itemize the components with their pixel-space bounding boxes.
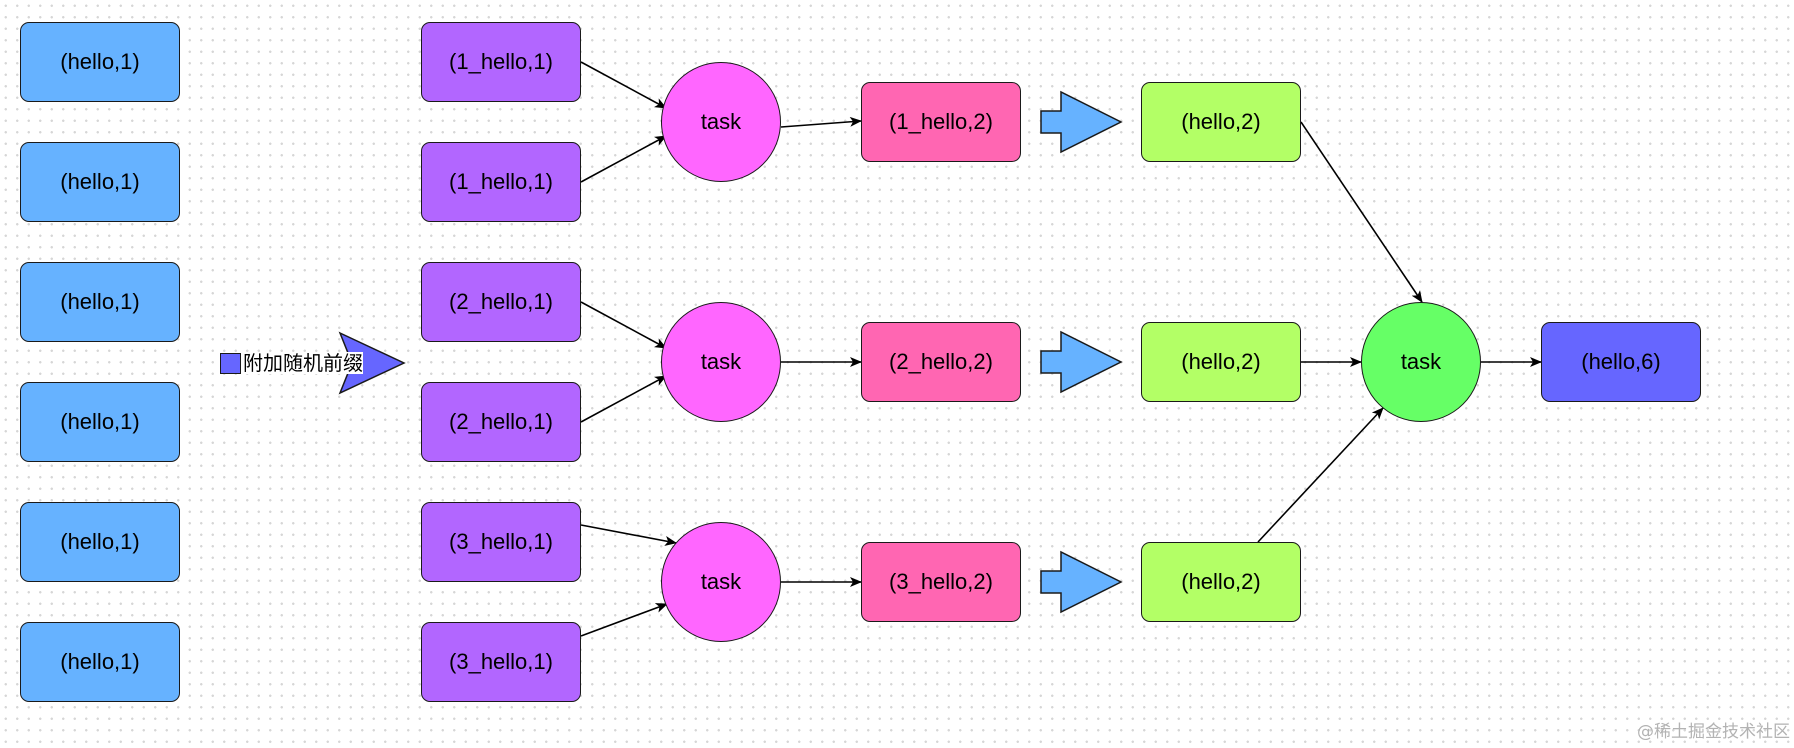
edge-arrow	[580, 61, 667, 109]
edge-arrow	[580, 375, 667, 423]
watermark: @稀土掘金技术社区	[1637, 722, 1790, 742]
salted-node-label: (3_hello,1)	[449, 649, 553, 674]
input-node-label: (hello,1)	[60, 409, 140, 434]
input-node-label: (hello,1)	[60, 289, 140, 314]
edge-arrow	[580, 301, 667, 349]
salted-node-label: (2_hello,1)	[449, 289, 553, 314]
edge-arrow	[1300, 121, 1423, 303]
partial-node-1: (1_hello,2)	[861, 82, 1021, 162]
salted-node-6: (3_hello,1)	[421, 622, 581, 702]
input-node-label: (hello,1)	[60, 49, 140, 74]
block-arrow-right-icon	[1040, 90, 1123, 154]
input-node-3: (hello,1)	[20, 262, 180, 342]
partial-node-label: (3_hello,2)	[889, 569, 993, 594]
salted-node-label: (3_hello,1)	[449, 529, 553, 554]
salted-node-label: (2_hello,1)	[449, 409, 553, 434]
salted-node-1: (1_hello,1)	[421, 22, 581, 102]
edge-arrow	[780, 116, 862, 128]
merged-node-1: (hello,2)	[1141, 82, 1301, 162]
partial-node-label: (1_hello,2)	[889, 109, 993, 134]
merged-node-label: (hello,2)	[1181, 349, 1261, 374]
salted-node-label: (1_hello,1)	[449, 49, 553, 74]
salted-node-5: (3_hello,1)	[421, 502, 581, 582]
result-node-label: (hello,6)	[1581, 349, 1661, 374]
input-node-2: (hello,1)	[20, 142, 180, 222]
edge-arrow	[580, 524, 677, 546]
task-node-2: task	[661, 302, 781, 422]
partial-node-label: (2_hello,2)	[889, 349, 993, 374]
task-node-label: task	[700, 569, 742, 594]
task-node-label: task	[700, 109, 742, 134]
input-node-5: (hello,1)	[20, 502, 180, 582]
edge-arrow	[580, 603, 668, 637]
input-node-label: (hello,1)	[60, 169, 140, 194]
input-node-1: (hello,1)	[20, 22, 180, 102]
salted-node-4: (2_hello,1)	[421, 382, 581, 462]
input-node-6: (hello,1)	[20, 622, 180, 702]
merged-node-2: (hello,2)	[1141, 322, 1301, 402]
prefix-step-label: 附加随机前缀	[243, 351, 363, 375]
salted-node-2: (1_hello,1)	[421, 142, 581, 222]
salted-node-3: (2_hello,1)	[421, 262, 581, 342]
merged-node-3: (hello,2)	[1141, 542, 1301, 622]
edge-arrow	[1257, 407, 1384, 543]
salted-node-label: (1_hello,1)	[449, 169, 553, 194]
task-node-label: task	[700, 349, 742, 374]
result-node: (hello,6)	[1541, 322, 1701, 402]
input-node-label: (hello,1)	[60, 649, 140, 674]
merged-node-label: (hello,2)	[1181, 109, 1261, 134]
block-arrow-right-icon	[1040, 550, 1123, 614]
merged-node-label: (hello,2)	[1181, 569, 1261, 594]
task-node-1: task	[661, 62, 781, 182]
final-task-label: task	[1400, 349, 1442, 374]
block-arrow-right-icon	[1040, 330, 1123, 394]
task-node-3: task	[661, 522, 781, 642]
partial-node-3: (3_hello,2)	[861, 542, 1021, 622]
input-node-4: (hello,1)	[20, 382, 180, 462]
edge-arrow	[580, 135, 667, 183]
partial-node-2: (2_hello,2)	[861, 322, 1021, 402]
input-node-label: (hello,1)	[60, 529, 140, 554]
prefix-marker-square	[220, 353, 241, 374]
final-task-node: task	[1361, 302, 1481, 422]
